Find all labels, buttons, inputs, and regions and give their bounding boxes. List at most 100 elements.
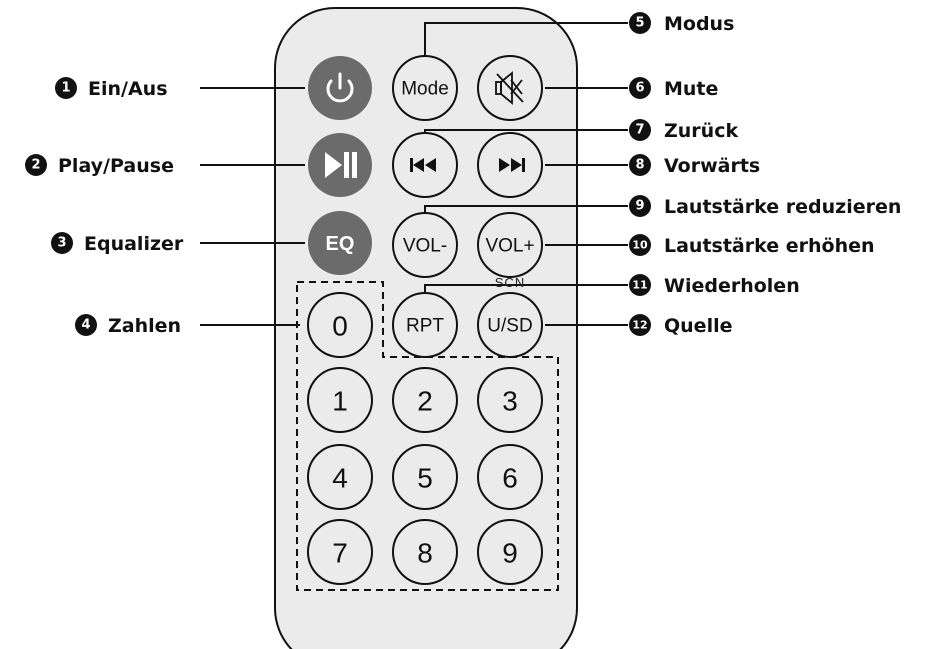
mode-button-shape — [392, 55, 458, 121]
digit-label: 3 — [502, 386, 518, 417]
vol-down-label: VOL- — [403, 236, 447, 257]
callout-badge — [629, 119, 651, 141]
digit-label: 7 — [332, 538, 348, 569]
digit-0-button[interactable]: 0 — [307, 292, 373, 358]
callout-7: 7 Zurück — [629, 119, 738, 142]
next-button[interactable] — [477, 132, 543, 198]
callout-10: 10 Lautstärke erhöhen — [629, 234, 875, 257]
mute-button[interactable] — [477, 55, 543, 121]
callout-12: 12 Quelle — [629, 314, 732, 337]
rpt-label: RPT — [406, 316, 444, 337]
callout-number: 12 — [632, 319, 647, 332]
digit-7-button[interactable]: 7 — [307, 519, 373, 585]
callout-number: 3 — [57, 236, 66, 251]
usd-label: U/SD — [487, 316, 532, 337]
digit-button-shape — [392, 444, 458, 510]
callout-1: 1 Ein/Aus — [55, 77, 168, 100]
callout-badge — [629, 77, 651, 99]
prev-button[interactable] — [392, 132, 458, 198]
skip-back-icon — [410, 158, 436, 172]
callout-number: 10 — [632, 239, 648, 252]
digit-button-shape — [307, 292, 373, 358]
callout-label: Lautstärke erhöhen — [664, 235, 875, 257]
eq-button[interactable]: EQ — [308, 211, 372, 275]
callout-number: 11 — [632, 279, 647, 292]
callout-9: 9 Lautstärke reduzieren — [629, 195, 901, 218]
eq-label: EQ — [326, 233, 355, 255]
vol-down-button[interactable]: VOL- — [392, 212, 458, 278]
digit-label: 2 — [417, 386, 433, 417]
callout-number: 9 — [635, 199, 644, 214]
callout-label: Quelle — [664, 315, 732, 337]
digit-button-shape — [307, 519, 373, 585]
play-pause-button[interactable] — [308, 133, 372, 197]
callout-number: 6 — [635, 81, 644, 96]
mode-button[interactable]: Mode — [392, 55, 458, 121]
callout-label: Modus — [664, 13, 734, 35]
callout-8: 8 Vorwärts — [629, 154, 760, 177]
digit-button-shape — [307, 444, 373, 510]
callout-number: 1 — [61, 81, 70, 96]
callout-badge — [629, 314, 651, 336]
callout-number: 5 — [635, 16, 644, 31]
vol-down-button-shape — [392, 212, 458, 278]
power-button[interactable] — [308, 56, 372, 120]
callout-label: Wiederholen — [664, 275, 800, 297]
callout-badge — [51, 232, 73, 254]
callout-4: 4 Zahlen — [75, 314, 181, 337]
vol-up-label: VOL+ — [485, 236, 534, 257]
speaker-mute-icon — [495, 71, 524, 105]
digit-button-shape — [477, 444, 543, 510]
callout-6: 6 Mute — [629, 77, 718, 100]
digit-button-shape — [477, 519, 543, 585]
callout-label: Mute — [664, 78, 718, 100]
callout-number: 2 — [31, 158, 40, 173]
mode-label: Mode — [401, 79, 449, 100]
callout-label: Zurück — [664, 120, 738, 142]
callout-2: 2 Play/Pause — [25, 154, 174, 177]
callout-badge — [25, 154, 47, 176]
digit-1-button[interactable]: 1 — [307, 367, 373, 433]
callout-badge — [75, 314, 97, 336]
digit-9-button[interactable]: 9 — [477, 519, 543, 585]
callout-badge — [629, 154, 651, 176]
callout-label: Play/Pause — [58, 155, 174, 177]
digits-dashed-group — [296, 281, 559, 591]
callout-label: Ein/Aus — [88, 78, 168, 100]
callout-badge — [629, 195, 651, 217]
usd-button[interactable]: U/SD — [477, 292, 543, 358]
digit-label: 1 — [332, 386, 348, 417]
digit-4-button[interactable]: 4 — [307, 444, 373, 510]
vol-up-button-shape — [477, 212, 543, 278]
digit-3-button[interactable]: 3 — [477, 367, 543, 433]
rpt-button-shape — [392, 292, 458, 358]
callout-3: 3 Equalizer — [51, 232, 184, 255]
callout-5: 5 Modus — [629, 12, 734, 35]
digit-label: 4 — [332, 463, 348, 494]
digit-label: 8 — [417, 538, 433, 569]
callout-label: Zahlen — [108, 315, 181, 337]
callout-badge — [629, 12, 651, 34]
callout-11: 11 Wiederholen — [629, 274, 800, 297]
usd-button-shape — [477, 292, 543, 358]
skip-forward-icon — [499, 158, 525, 172]
digit-label: 5 — [417, 463, 433, 494]
callout-badge — [629, 274, 651, 296]
play-pause-icon — [325, 152, 357, 178]
digit-label: 6 — [502, 463, 518, 494]
callout-number: 4 — [81, 318, 90, 333]
callout-label: Equalizer — [84, 233, 184, 255]
digit-button-shape — [392, 519, 458, 585]
digit-8-button[interactable]: 8 — [392, 519, 458, 585]
eq-button-shape — [308, 211, 372, 275]
scn-label: SCN — [495, 275, 525, 290]
digit-6-button[interactable]: 6 — [477, 444, 543, 510]
digit-button-shape — [392, 367, 458, 433]
vol-up-button[interactable]: VOL+ — [477, 212, 543, 278]
digit-2-button[interactable]: 2 — [392, 367, 458, 433]
callout-badge — [629, 234, 651, 256]
digit-label: 9 — [502, 538, 518, 569]
rpt-button[interactable]: RPT — [392, 292, 458, 358]
digit-5-button[interactable]: 5 — [392, 444, 458, 510]
